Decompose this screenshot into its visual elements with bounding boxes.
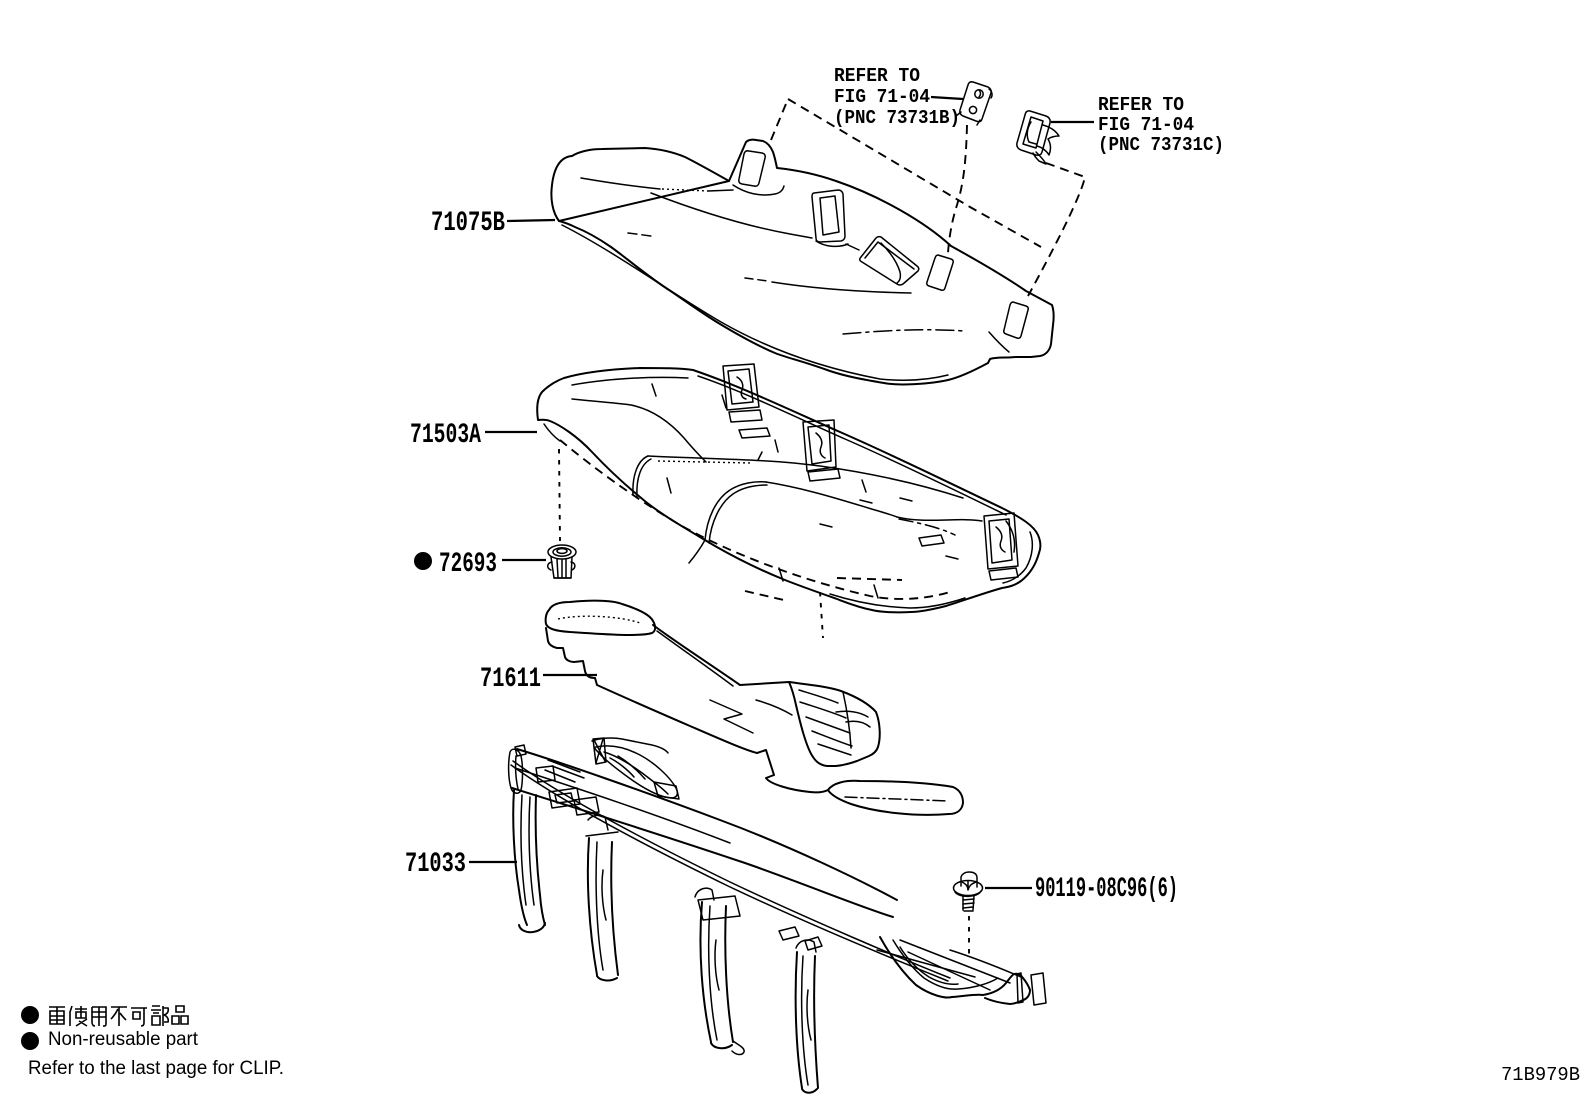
svg-text:FIG 71-04: FIG 71-04	[1098, 114, 1194, 136]
svg-text:Refer to the last page for CLI: Refer to the last page for CLIP.	[28, 1058, 284, 1079]
svg-text:72693: 72693	[439, 549, 497, 580]
svg-text:(PNC 73731C): (PNC 73731C)	[1098, 134, 1224, 156]
svg-text:71503A: 71503A	[410, 420, 481, 451]
svg-text:Non-reusable part: Non-reusable part	[48, 1029, 199, 1050]
svg-text:(PNC 73731B): (PNC 73731B)	[834, 107, 960, 129]
svg-text:71033: 71033	[405, 849, 466, 880]
svg-text:REFER TO: REFER TO	[834, 65, 920, 87]
svg-text:71075B: 71075B	[431, 208, 505, 239]
svg-text:71611: 71611	[480, 664, 541, 695]
svg-text:71B979B: 71B979B	[1501, 1064, 1580, 1086]
svg-text:REFER TO: REFER TO	[1098, 94, 1184, 116]
svg-text:90119-08C96(6): 90119-08C96(6)	[1035, 874, 1178, 905]
svg-text:FIG 71-04: FIG 71-04	[834, 86, 930, 108]
